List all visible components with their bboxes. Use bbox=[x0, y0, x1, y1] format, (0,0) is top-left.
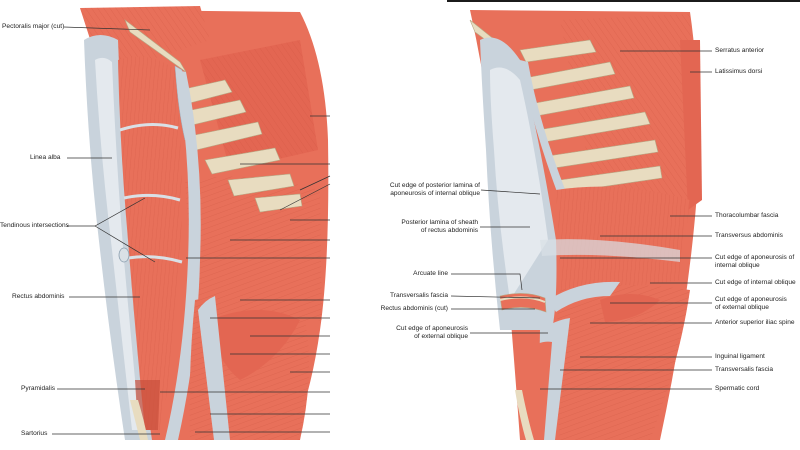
label-line: Cut edge of aponeurosis bbox=[396, 325, 468, 332]
top-border-bar bbox=[447, 0, 800, 2]
label-arcuate-line: Arcuate line bbox=[413, 270, 448, 277]
label-transversalis-fascia: Transversalis fascia bbox=[389, 292, 448, 299]
right-anatomy-panel bbox=[469, 10, 702, 440]
label-cut-edge-internal-oblique-aponeurosis: Cut edge of aponeurosis of internal obli… bbox=[715, 254, 794, 269]
label-transversus-abdominis: Transversus abdominis bbox=[715, 232, 783, 239]
label-line: of rectus abdominis bbox=[420, 226, 478, 234]
label-line: of external oblique bbox=[414, 332, 468, 340]
label-linea-alba: Linea alba bbox=[30, 154, 61, 161]
label-line: of external oblique bbox=[715, 303, 769, 311]
label-rectus-abdominis: Rectus abdominis bbox=[12, 293, 65, 300]
label-line: aponeurosis of internal oblique bbox=[390, 189, 480, 197]
left-anatomy-panel bbox=[80, 6, 329, 440]
label-thoracolumbar-fascia: Thoracolumbar fascia bbox=[715, 212, 779, 219]
label-inguinal-ligament: Inguinal ligament bbox=[715, 353, 765, 360]
label-latissimus-dorsi: Latissimus dorsi bbox=[715, 68, 763, 75]
label-line: Cut edge of aponeurosis bbox=[715, 296, 787, 303]
label-cut-edge-internal-oblique: Cut edge of internal oblique bbox=[715, 279, 796, 286]
label-sartorius: Sartorius bbox=[21, 430, 48, 437]
label-line: Cut edge of posterior lamina of bbox=[389, 182, 480, 189]
label-line: internal oblique bbox=[715, 261, 760, 269]
label-anterior-superior-iliac-spine: Anterior superior iliac spine bbox=[715, 319, 795, 326]
label-transversalis-fascia-lower: Transversalis fascia bbox=[715, 366, 774, 373]
label-cut-edge-external-oblique-right: Cut edge of aponeurosis of external obli… bbox=[715, 296, 787, 311]
label-pyramidalis: Pyramidalis bbox=[21, 385, 56, 392]
label-serratus-anterior: Serratus anterior bbox=[715, 47, 765, 54]
label-cut-edge-posterior-lamina: Cut edge of posterior lamina of aponeuro… bbox=[340, 182, 480, 197]
label-tendinous-intersections: Tendinous intersections bbox=[0, 222, 69, 229]
label-posterior-lamina-sheath: Posterior lamina of sheath of rectus abd… bbox=[340, 219, 478, 234]
label-rectus-abdominis-cut: Rectus abdominis (cut) bbox=[380, 305, 448, 312]
label-pectoralis-major-cut: Pectoralis major (cut) bbox=[2, 23, 65, 30]
label-spermatic-cord: Spermatic cord bbox=[715, 385, 760, 392]
label-line: Cut edge of aponeurosis of bbox=[715, 254, 795, 261]
label-line: Posterior lamina of sheath bbox=[401, 219, 478, 226]
leader-lines bbox=[52, 26, 712, 435]
label-cut-edge-external-oblique-left: Cut edge of aponeurosis of external obli… bbox=[340, 325, 468, 340]
